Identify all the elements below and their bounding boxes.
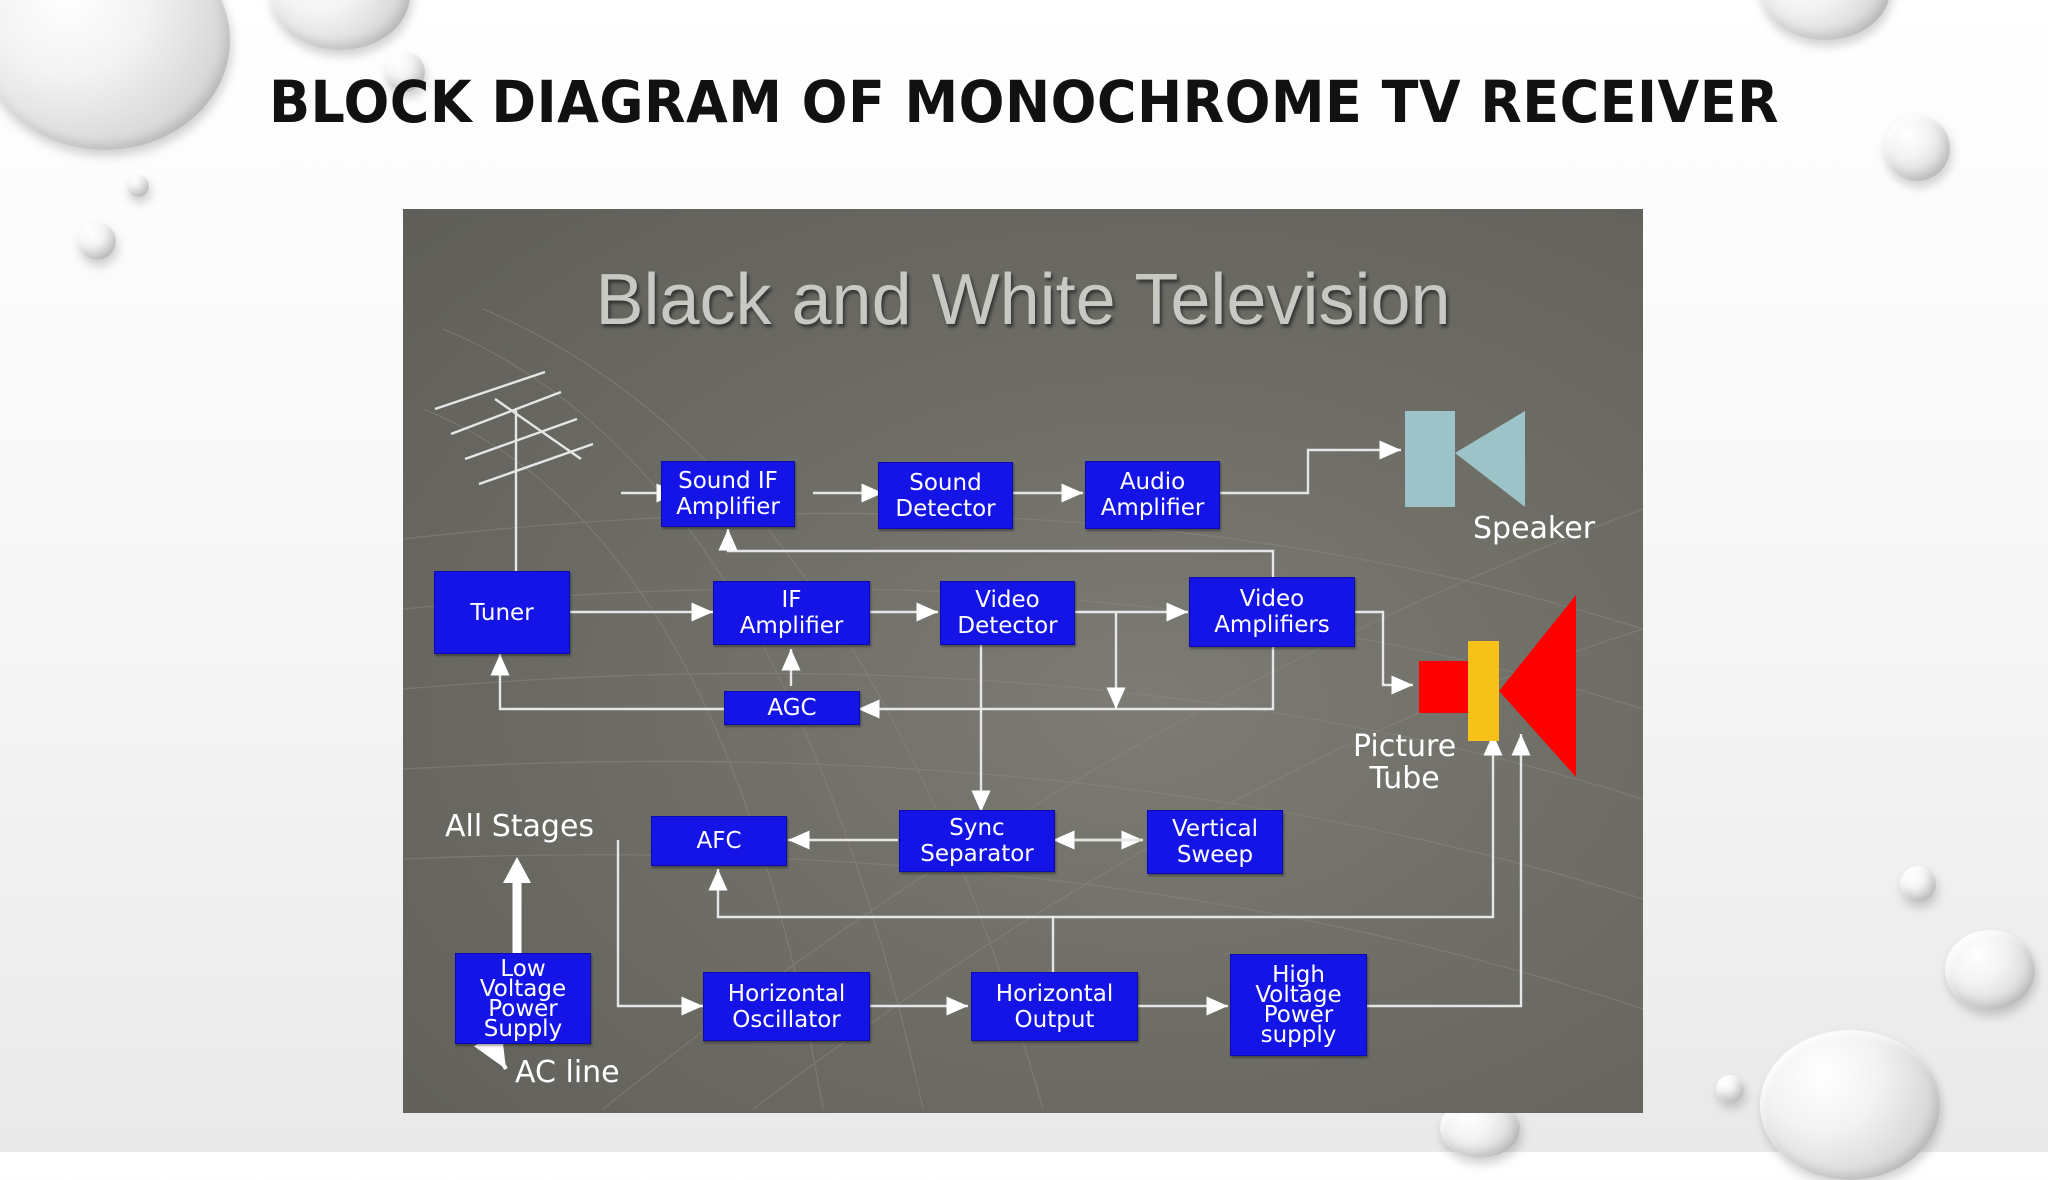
water-drop-decoration xyxy=(1760,1030,1940,1180)
if-amplifier-block: IF Amplifier xyxy=(713,581,870,645)
ac-line-label: AC line xyxy=(515,1055,620,1090)
video-amplifiers-block: Video Amplifiers xyxy=(1189,577,1355,647)
speaker-icon xyxy=(1405,411,1525,507)
water-drop-decoration xyxy=(385,52,425,92)
horizontal-output-block: Horizontal Output xyxy=(971,972,1138,1041)
water-drop-decoration xyxy=(127,175,149,197)
diagram-title: Black and White Television xyxy=(595,260,1451,340)
agc-block: AGC xyxy=(724,691,860,725)
video-detector-block: Video Detector xyxy=(940,581,1075,645)
audio-amplifier-block: Audio Amplifier xyxy=(1085,461,1220,529)
speaker-label: Speaker xyxy=(1473,511,1596,546)
sync-separator-block: Sync Separator xyxy=(899,810,1055,872)
vertical-sweep-block: Vertical Sweep xyxy=(1147,810,1283,874)
diagram-panel: Black and White Television xyxy=(403,209,1643,1113)
slide-title: BLOCK DIAGRAM OF MONOCHROME TV RECEIVER xyxy=(268,68,1780,136)
antenna-icon xyxy=(434,370,594,589)
tuner-block: Tuner xyxy=(434,571,570,654)
all-stages-label: All Stages xyxy=(445,809,595,844)
high-voltage-power-supply-block: High Voltage Power supply xyxy=(1230,954,1367,1056)
horizontal-oscillator-block: Horizontal Oscillator xyxy=(703,972,870,1041)
water-drop-decoration xyxy=(78,222,116,260)
picture-tube-icon xyxy=(1419,595,1576,777)
water-drop-decoration xyxy=(1900,866,1936,902)
water-drop-decoration xyxy=(1760,0,1890,40)
water-drop-decoration xyxy=(270,0,410,50)
sound-if-amplifier-block: Sound IF Amplifier xyxy=(661,461,795,527)
water-drop-decoration xyxy=(1716,1075,1744,1103)
signal-wires xyxy=(434,370,1531,1071)
sound-detector-block: Sound Detector xyxy=(878,462,1013,529)
water-drop-decoration xyxy=(1884,115,1950,181)
water-drop-decoration xyxy=(1945,930,2035,1010)
low-voltage-power-supply-block: Low Voltage Power Supply xyxy=(455,953,591,1044)
afc-block: AFC xyxy=(651,816,787,866)
picture-tube-label: Picture Tube xyxy=(1353,729,1457,796)
